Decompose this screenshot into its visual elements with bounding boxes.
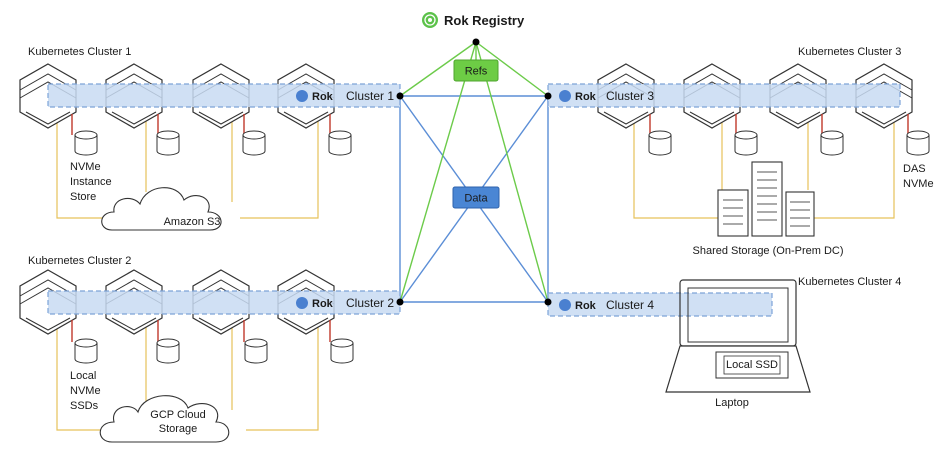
local-ssd-label: Local SSD <box>726 359 778 371</box>
cluster-2-title: Kubernetes Cluster 2 <box>28 255 131 267</box>
cluster-3: Kubernetes Cluster 3 Rok Cluster 3 DAS N… <box>544 46 934 257</box>
cluster-1: Kubernetes Cluster 1 Rok Cluster 1 NVMe … <box>19 46 404 231</box>
cluster-1-cloud-label: Amazon S3 <box>164 216 221 228</box>
registry-node <box>472 38 480 46</box>
cluster-3-band <box>547 83 901 108</box>
disk-icon <box>906 130 930 156</box>
rok-logo-icon <box>296 90 308 102</box>
cluster-1-storage-line-2: Instance <box>70 176 112 188</box>
disk-icon <box>734 130 758 156</box>
rok-label: Rok <box>575 91 597 103</box>
rok-logo-icon <box>296 297 308 309</box>
cluster-1-storage-line-1: NVMe <box>70 161 101 173</box>
rok-registry: Rok Registry <box>422 12 525 46</box>
disk-icon <box>820 130 844 156</box>
cluster-2-band-label: Cluster 2 <box>346 296 394 310</box>
laptop-icon <box>665 279 811 393</box>
disk-icon <box>330 338 354 364</box>
cluster-4-title: Kubernetes Cluster 4 <box>798 276 901 288</box>
registry-title: Rok Registry <box>444 13 525 28</box>
cluster-2-cloud-line-2: Storage <box>159 423 198 435</box>
cluster-4-band-label: Cluster 4 <box>606 298 654 312</box>
cluster-1-title: Kubernetes Cluster 1 <box>28 46 131 58</box>
rok-label: Rok <box>312 298 334 310</box>
rok-label: Rok <box>312 91 334 103</box>
data-box: Data <box>452 186 500 209</box>
cluster-3-storage-line-1: DAS <box>903 163 926 175</box>
cloud-icon <box>99 395 230 443</box>
rok-label: Rok <box>575 300 597 312</box>
cluster-3-band-label: Cluster 3 <box>606 89 654 103</box>
cluster-4: Kubernetes Cluster 4 Rok Cluster 4 Local… <box>544 276 901 409</box>
shared-storage-label: Shared Storage (On-Prem DC) <box>693 245 844 257</box>
rok-logo-icon <box>559 90 571 102</box>
cluster-3-title: Kubernetes Cluster 3 <box>798 46 901 58</box>
refs-box: Refs <box>453 59 499 82</box>
cloud-icon <box>101 187 222 231</box>
disk-icon <box>648 130 672 156</box>
rok-logo-icon <box>559 299 571 311</box>
disk-icon <box>242 130 266 156</box>
disk-icon <box>74 130 98 156</box>
cluster-2-storage-line-2: NVMe <box>70 385 101 397</box>
disk-icon <box>74 338 98 364</box>
data-label: Data <box>464 193 488 205</box>
cluster-1-storage-line-3: Store <box>70 191 96 203</box>
datacenter-icon <box>717 161 815 237</box>
disk-icon <box>156 338 180 364</box>
cluster-1-band-label: Cluster 1 <box>346 89 394 103</box>
cluster-2-storage-line-1: Local <box>70 370 96 382</box>
cluster-2: Kubernetes Cluster 2 Rok Cluster 2 Local… <box>19 255 404 443</box>
cluster-2-cloud-line-1: GCP Cloud <box>150 409 205 421</box>
cluster-2-storage-line-3: SSDs <box>70 400 99 412</box>
refs-label: Refs <box>465 66 488 78</box>
disk-icon <box>156 130 180 156</box>
cluster-3-storage-line-2: NVMe <box>903 178 934 190</box>
disk-icon <box>328 130 352 156</box>
disk-icon <box>244 338 268 364</box>
laptop-label: Laptop <box>715 397 749 409</box>
